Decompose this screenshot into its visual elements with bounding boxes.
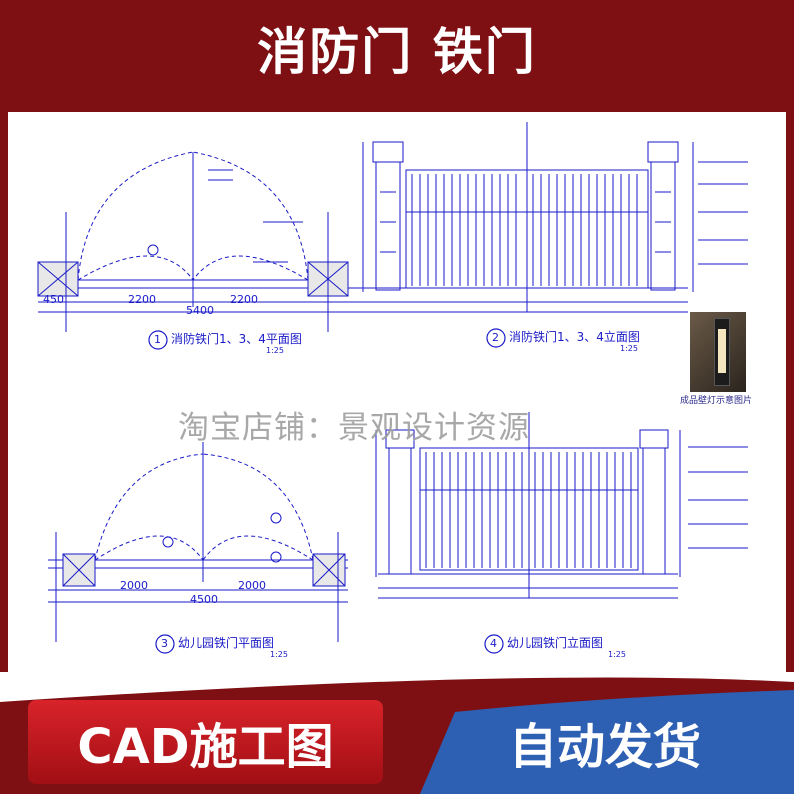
drawing-1-num: 1 <box>154 333 161 346</box>
watermark: 淘宝店铺：景观设计资源 <box>178 410 530 446</box>
drawing-2-scale: 1:25 <box>620 344 638 353</box>
dim-total: 5400 <box>186 304 214 317</box>
plan-view-3 <box>48 442 348 642</box>
plan-view-1 <box>37 151 349 332</box>
drawing-3-scale: 1:25 <box>270 650 288 659</box>
cad-drawings <box>37 122 748 654</box>
drawing-2-marker <box>486 328 506 348</box>
drawing-1-scale: 1:25 <box>266 346 284 355</box>
photo-caption: 成品壁灯示意图片 <box>680 396 753 406</box>
dim-side: 450 <box>43 293 64 306</box>
dim-total-2: 4500 <box>190 593 218 606</box>
cad-sheet: 2200 2200 5400 450 2000 2000 4500 1 消防铁门… <box>8 112 786 672</box>
drawing-3-label: 幼儿园铁门平面图 <box>178 636 275 650</box>
cad-drawing-badge: CAD施工图 <box>28 700 383 784</box>
drawing-3-marker <box>155 634 175 654</box>
drawing-4-label: 幼儿园铁门立面图 <box>507 636 604 650</box>
drawing-2-label: 消防铁门1、3、4立面图 <box>509 330 640 344</box>
dim-4: 2000 <box>238 579 266 592</box>
drawing-4-marker <box>484 634 504 654</box>
drawing-2-num: 2 <box>492 331 499 344</box>
dim-3: 2000 <box>120 579 148 592</box>
lamp-icon <box>714 318 730 386</box>
page-title: 消防门 铁门 <box>257 23 537 81</box>
wall-lamp-photo <box>690 312 746 392</box>
dim-1: 2200 <box>128 293 156 306</box>
header-banner: 消防门 铁门 <box>0 0 794 105</box>
drawing-3-num: 3 <box>161 637 168 650</box>
auto-delivery-label: 自动发货 <box>508 719 701 775</box>
cad-drawing-label: CAD施工图 <box>77 719 334 775</box>
dim-2: 2200 <box>230 293 258 306</box>
drawing-4-scale: 1:25 <box>608 650 626 659</box>
auto-delivery-badge: 自动发货 <box>420 700 790 784</box>
elevation-view-2 <box>348 122 748 313</box>
drawing-4-num: 4 <box>490 637 497 650</box>
drawing-1-label: 消防铁门1、3、4平面图 <box>171 332 302 346</box>
footer-background <box>0 672 794 794</box>
drawing-1-marker <box>148 330 168 350</box>
elevation-view-4 <box>375 412 748 599</box>
